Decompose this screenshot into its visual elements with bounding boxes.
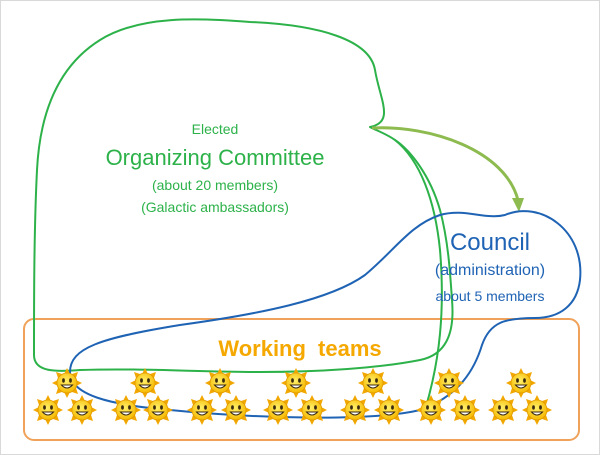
organizing-committee-outline (33, 18, 454, 373)
smiley-icon (51, 367, 83, 399)
smiley-icon (433, 367, 465, 399)
smiley-icon (339, 394, 371, 426)
smiley-icon (129, 367, 161, 399)
working-teams-title: Working teams (218, 336, 382, 361)
committee-elected-label: Elected (191, 121, 239, 137)
smiley-icon (66, 394, 98, 426)
committee-to-council-arrow (371, 126, 520, 201)
smiley-icon (110, 394, 142, 426)
smiley-icon (357, 367, 389, 399)
smiley-icon (505, 367, 537, 399)
smiley-icon (296, 394, 328, 426)
smiley-icon (220, 394, 252, 426)
smiley-icon (262, 394, 294, 426)
council-subtitle: (administration) (434, 262, 546, 279)
smiley-icon (487, 394, 519, 426)
smiley-icon (142, 394, 174, 426)
smiley-icon (521, 394, 553, 426)
committee-role-label: (Galactic ambassadors) (141, 199, 289, 215)
working-teams-box (23, 318, 580, 441)
smiley-icon (415, 394, 447, 426)
committee-members-label: (about 20 members) (151, 177, 279, 193)
smiley-icon (373, 394, 405, 426)
council-members-label: about 5 members (435, 288, 545, 304)
committee-inner-line (394, 139, 443, 411)
committee-title: Organizing Committee (105, 145, 325, 170)
arrow-head-icon (512, 198, 524, 212)
smiley-icon (204, 367, 236, 399)
smiley-icon (32, 394, 64, 426)
smiley-icon (280, 367, 312, 399)
smiley-icon (186, 394, 218, 426)
smiley-icon (449, 394, 481, 426)
council-title: Council (449, 229, 531, 256)
